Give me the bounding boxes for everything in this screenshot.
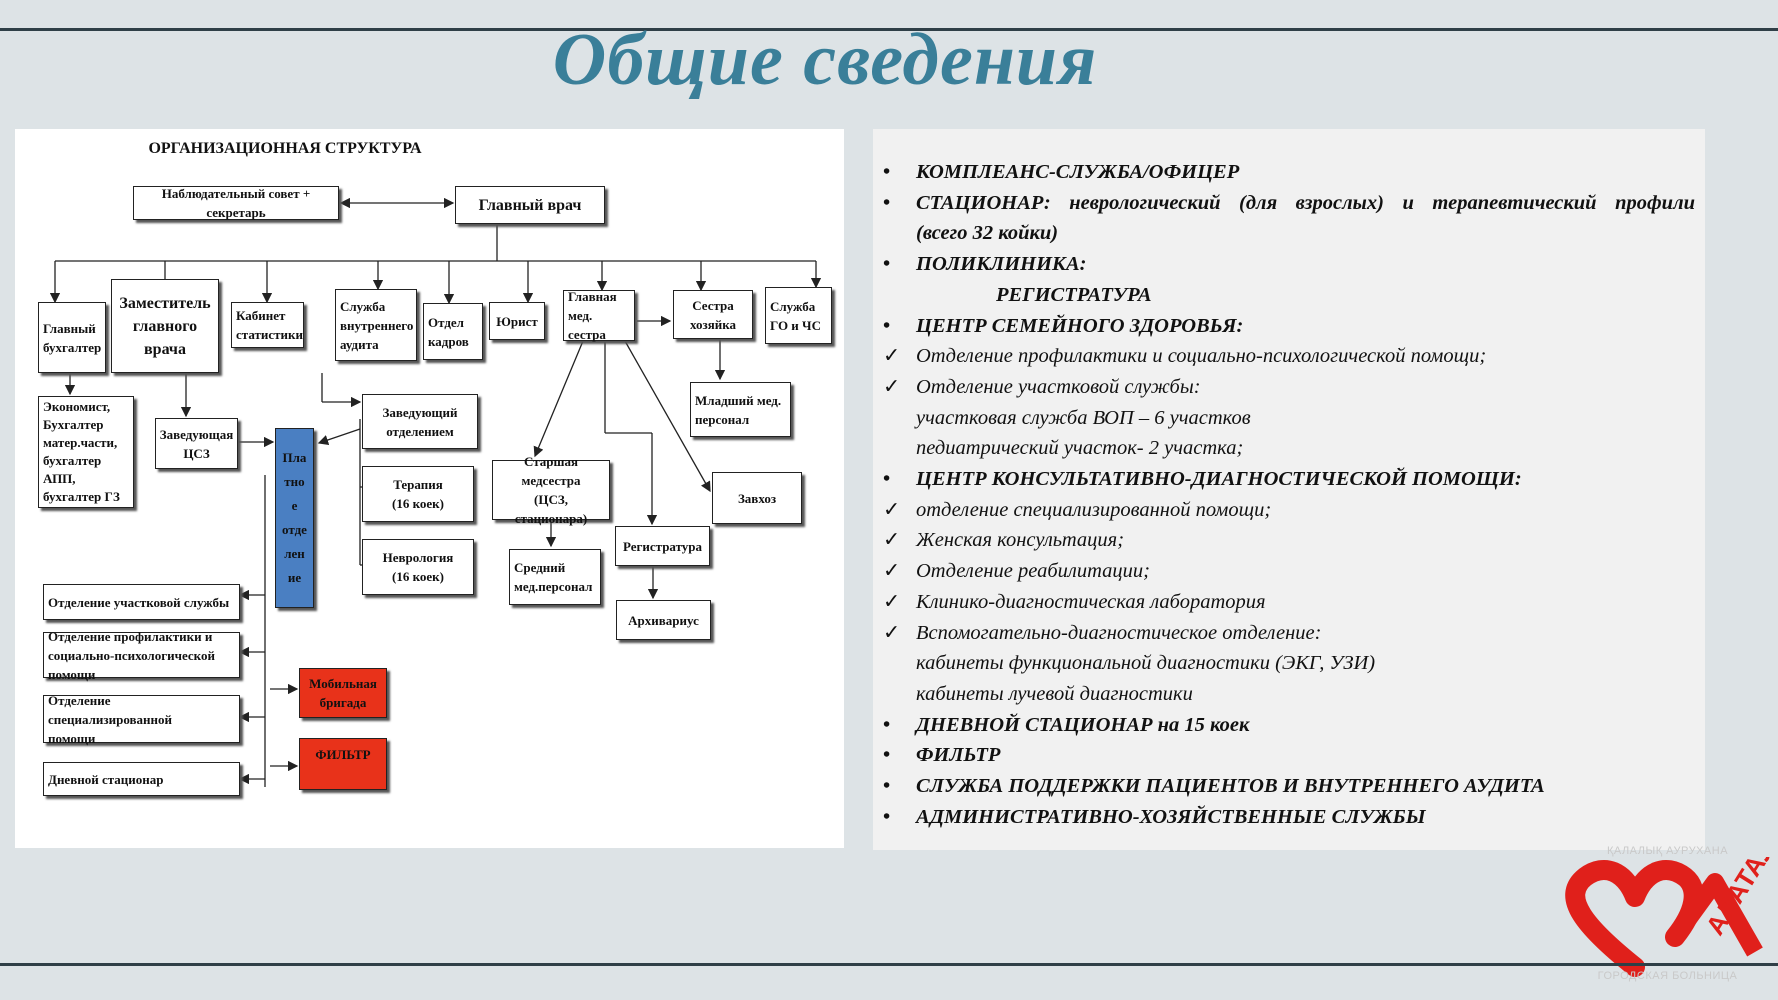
box-chief-accountant: Главный бухгалтер bbox=[38, 302, 106, 373]
top-rule bbox=[0, 28, 1778, 31]
checkmark-icon: ✓ bbox=[883, 621, 901, 644]
org-chart-panel: ОРГАНИЗАЦИОННАЯ СТРУКТУРА Наблюдательный… bbox=[15, 129, 844, 848]
logo-heart-icon: АЛАТАУ bbox=[1565, 857, 1770, 977]
slide-title: Общие сведения bbox=[552, 19, 1098, 101]
box-chief-doctor: Главный врач bbox=[455, 186, 605, 224]
bullet-icon: • bbox=[883, 191, 891, 214]
services-list-item-text: участковая служба ВОП – 6 участков bbox=[916, 406, 1251, 429]
box-day-hospital: Дневной стационар bbox=[43, 762, 240, 796]
services-list-item-text: РЕГИСТРАТУРА bbox=[996, 283, 1152, 306]
box-economists: Экономист, Бухгалтер матер.части, бухгал… bbox=[38, 396, 134, 508]
services-list-item-text: Отделение профилактики и социально-психо… bbox=[916, 345, 1487, 368]
services-list-item-text: Клинико-диагностическая лаборатория bbox=[916, 590, 1266, 613]
services-list-item-text: КОМПЛЕАНС-СЛУЖБА/ОФИЦЕР bbox=[916, 161, 1240, 183]
box-internal-audit: Служба внутреннего аудита bbox=[335, 289, 417, 361]
services-list-item-text: СТАЦИОНАР: неврологический (для взрослых… bbox=[916, 191, 1695, 214]
org-chart-title: ОРГАНИЗАЦИОННАЯ СТРУКТУРА bbox=[148, 140, 422, 157]
box-hr-department: Отдел кадров bbox=[423, 303, 483, 360]
box-registry: Регистратура bbox=[615, 526, 710, 566]
services-list-item-text: ЦЕНТР КОНСУЛЬТАТИВНО-ДИАГНОСТИЧЕСКОЙ ПОМ… bbox=[916, 468, 1522, 490]
services-list-item-text: АДМИНИСТРАТИВНО-ХОЗЯЙСТВЕННЫЕ СЛУЖБЫ bbox=[916, 805, 1426, 828]
box-head-nurse: Главная мед. сестра bbox=[563, 289, 635, 342]
checkmark-icon: ✓ bbox=[883, 529, 901, 552]
bullet-icon: • bbox=[883, 314, 891, 337]
bullet-icon: • bbox=[883, 713, 891, 736]
box-neurology: Неврология (16 коек) bbox=[362, 539, 474, 595]
org-chart-connectors bbox=[49, 197, 822, 787]
services-list-item-text: ЦЕНТР СЕМЕЙНОГО ЗДОРОВЬЯ: bbox=[916, 314, 1244, 337]
box-deputy-chief: Заместитель главного врача bbox=[111, 279, 219, 373]
services-list-item-text: отделение специализированной помощи; bbox=[916, 498, 1272, 521]
services-list-item-text: педиатрический участок- 2 участка; bbox=[916, 437, 1244, 460]
services-list-item-text: СЛУЖБА ПОДДЕРЖКИ ПАЦИЕНТОВ И ВНУТРЕННЕГО… bbox=[916, 775, 1545, 797]
services-list-item-text: ДНЕВНОЙ СТАЦИОНАР на 15 коек bbox=[916, 713, 1250, 736]
services-list-item-text: Отделение реабилитации; bbox=[916, 560, 1150, 583]
bullet-icon: • bbox=[883, 468, 891, 490]
box-mid-staff: Средний мед.персонал bbox=[509, 549, 601, 605]
box-prevention: Отделение профилактики и социально-психо… bbox=[43, 629, 240, 682]
services-list-item-text: Женская консультация; bbox=[916, 529, 1125, 552]
box-supply-manager: Завхоз bbox=[712, 472, 802, 524]
bottom-rule bbox=[0, 963, 1778, 966]
box-filter: ФИЛЬТР bbox=[299, 738, 387, 790]
bullet-icon: • bbox=[883, 744, 891, 767]
checkmark-icon: ✓ bbox=[883, 498, 901, 521]
services-list-item-text: кабинеты лучевой диагностики bbox=[916, 682, 1193, 705]
box-specialized: Отделение специализированной помощи bbox=[43, 693, 240, 746]
box-mobile-team: Мобильная бригада bbox=[299, 668, 387, 718]
box-paid-department: Пла тно е отде лен ие bbox=[275, 428, 314, 608]
services-list-item-text: кабинеты функциональной диагностики (ЭКГ… bbox=[916, 652, 1376, 675]
services-list-item-text: ПОЛИКЛИНИКА: bbox=[916, 253, 1087, 276]
box-matron: Сестра хозяйка bbox=[673, 290, 753, 339]
checkmark-icon: ✓ bbox=[883, 375, 901, 398]
box-junior-staff: Младший мед. персонал bbox=[690, 382, 791, 437]
box-senior-nurse: Старшая медсестра (ЦСЗ, стационара) bbox=[492, 454, 610, 526]
box-supervisory-board: Наблюдательный совет + секретарь bbox=[133, 186, 339, 220]
box-lawyer: Юрист bbox=[489, 302, 545, 340]
services-list-panel: • КОМПЛЕАНС-СЛУЖБА/ОФИЦЕР • СТАЦИОНАР: невр… bbox=[873, 129, 1705, 850]
box-archivist: Архивариус bbox=[616, 600, 711, 640]
bullet-icon: • bbox=[883, 253, 891, 276]
box-civil-defense: Служба ГО и ЧС bbox=[765, 287, 832, 344]
bullet-icon: • bbox=[883, 161, 891, 183]
box-district-service: Отделение участковой службы bbox=[43, 584, 240, 620]
box-statistics-office: Кабинет статистики bbox=[231, 302, 304, 348]
checkmark-icon: ✓ bbox=[883, 345, 901, 368]
services-list-item-text: Вспомогательно-диагностическое отделение… bbox=[916, 621, 1322, 644]
services-list-item-text: (всего 32 койки) bbox=[916, 222, 1059, 245]
logo-bottom-caption: ГОРОДСКАЯ БОЛЬНИЦА bbox=[1597, 970, 1738, 982]
box-therapy: Терапия (16 коек) bbox=[362, 466, 474, 522]
services-list-item-text: Отделение участковой службы: bbox=[916, 375, 1201, 398]
bullet-icon: • bbox=[883, 805, 891, 828]
box-head-of-department: Заведующий отделением bbox=[362, 394, 478, 449]
box-head-fhc: Заведующая ЦСЗ bbox=[155, 418, 238, 469]
hospital-logo: ҚАЛАЛЫҚ АУРУХАНА АЛАТАУ ГОРОДСКАЯ БОЛЬНИ… bbox=[1565, 845, 1770, 995]
checkmark-icon: ✓ bbox=[883, 590, 901, 613]
logo-top-caption: ҚАЛАЛЫҚ АУРУХАНА bbox=[1606, 845, 1729, 857]
services-list-item-text: ФИЛЬТР bbox=[916, 744, 1001, 767]
checkmark-icon: ✓ bbox=[883, 560, 901, 583]
bullet-icon: • bbox=[883, 775, 891, 797]
